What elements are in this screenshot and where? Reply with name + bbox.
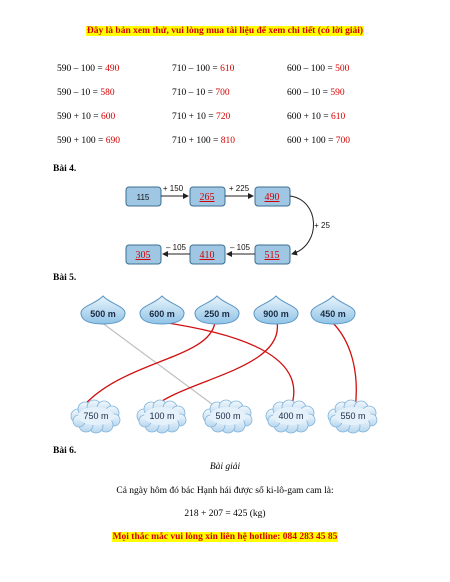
answer-box-2 <box>254 186 291 207</box>
bai6-title: Bài 6. <box>53 446 77 456</box>
answer-box-4 <box>189 244 226 265</box>
drop-5 <box>310 295 356 325</box>
calc-item: 600 – 100 = 500 <box>287 64 349 74</box>
calc-answer: 610 <box>220 64 235 74</box>
calc-expression: 600 – 100 = <box>287 64 336 74</box>
calc-answer: 500 <box>335 64 350 74</box>
calc-expression: 590 – 10 = <box>57 88 101 98</box>
cloud-4 <box>265 399 316 434</box>
preview-banner-text: Đây là bản xem thử, vui lòng mua tài liệ… <box>85 26 365 36</box>
cloud-label-1: 750 m <box>83 411 108 421</box>
calc-expression: 710 – 100 = <box>172 64 221 74</box>
bai6-line2: 218 + 207 = 425 (kg) <box>184 509 266 519</box>
cloud-5 <box>327 399 378 434</box>
line-900-to-100 <box>149 321 278 411</box>
cloud-label-3: 500 m <box>215 411 240 421</box>
answer-1: 265 <box>200 192 215 203</box>
op-5: – 105 <box>166 243 187 252</box>
line-600-to-400 <box>160 321 295 411</box>
calc-item: 590 – 10 = 580 <box>57 88 115 98</box>
calc-expression: 600 – 10 = <box>287 88 331 98</box>
cloud-3 <box>202 399 253 434</box>
preview-banner: Đây là bản xem thử, vui lòng mua tài liệ… <box>0 26 450 36</box>
calc-expression: 590 + 10 = <box>57 112 101 122</box>
start-value: 115 <box>137 193 150 202</box>
calc-answer: 600 <box>100 112 116 122</box>
calc-item: 710 + 10 = 720 <box>172 112 230 122</box>
calc-answer: 720 <box>215 112 231 122</box>
calc-item: 710 – 10 = 700 <box>172 88 230 98</box>
calc-item: 600 + 100 = 700 <box>287 136 350 146</box>
drop-label-1: 500 m <box>90 309 116 319</box>
calc-item: 600 + 10 = 610 <box>287 112 345 122</box>
op-1: + 150 <box>163 184 184 193</box>
bai6-line1: Cả ngày hôm đó bác Hạnh hái được số ki-l… <box>116 486 334 496</box>
arrow-3 <box>289 195 314 256</box>
calc-expression: 600 + 10 = <box>287 112 331 122</box>
calc-item: 710 + 100 = 810 <box>172 136 235 146</box>
drop-label-3: 250 m <box>204 309 230 319</box>
calc-answer: 700 <box>335 136 350 146</box>
drop-label-2: 600 m <box>149 309 175 319</box>
calc-expression: 710 + 10 = <box>172 112 216 122</box>
cloud-1 <box>70 399 121 434</box>
answer-2: 490 <box>265 192 280 203</box>
drop-1 <box>80 295 126 325</box>
calc-answer: 700 <box>215 88 230 98</box>
calc-expression: 590 – 100 = <box>57 64 106 74</box>
bai5-title: Bài 5. <box>53 273 77 283</box>
calc-answer: 690 <box>105 136 120 146</box>
calc-expression: 710 – 10 = <box>172 88 216 98</box>
drop-3 <box>194 295 240 325</box>
calc-item: 710 – 100 = 610 <box>172 64 234 74</box>
answer-box-1 <box>189 186 226 207</box>
calc-answer: 590 <box>330 88 345 98</box>
drop-label-5: 450 m <box>320 309 346 319</box>
footer-banner: Mọi thắc mắc vui lòng xin liên hệ hotlin… <box>0 532 450 542</box>
calc-expression: 600 + 100 = <box>287 136 336 146</box>
calc-answer: 580 <box>100 88 115 98</box>
footer-text: Mọi thắc mắc vui lòng xin liên hệ hotlin… <box>111 532 339 542</box>
cloud-label-4: 400 m <box>278 411 303 421</box>
calc-answer: 810 <box>220 136 235 146</box>
line-250-to-750 <box>79 321 216 411</box>
calc-answer: 490 <box>105 64 120 74</box>
calc-expression: 590 + 100 = <box>57 136 106 146</box>
answer-box-5 <box>125 244 162 265</box>
calc-item: 600 – 10 = 590 <box>287 88 345 98</box>
bai4-title: Bài 4. <box>53 164 77 174</box>
drop-4 <box>253 295 299 325</box>
bai6-heading: Bài giải <box>209 462 241 472</box>
calc-item: 590 + 10 = 600 <box>57 112 115 122</box>
line-450-to-550 <box>331 321 357 411</box>
answer-box-3 <box>254 244 291 265</box>
op-2: + 225 <box>229 184 250 193</box>
cloud-label-5: 550 m <box>340 411 365 421</box>
answer-3: 515 <box>265 250 280 261</box>
calc-item: 590 – 100 = 490 <box>57 64 119 74</box>
drop-2 <box>139 295 185 325</box>
answer-4: 410 <box>200 250 215 261</box>
calc-answer: 610 <box>330 112 346 122</box>
drop-label-4: 900 m <box>263 309 289 319</box>
calc-expression: 710 + 100 = <box>172 136 221 146</box>
answer-5: 305 <box>136 250 151 261</box>
calc-item: 590 + 100 = 690 <box>57 136 120 146</box>
line-500-to-500 <box>100 321 221 411</box>
op-4: – 105 <box>230 243 251 252</box>
start-box <box>125 186 162 207</box>
cloud-2 <box>136 399 187 434</box>
op-3: + 25 <box>314 221 330 230</box>
cloud-label-2: 100 m <box>149 411 174 421</box>
